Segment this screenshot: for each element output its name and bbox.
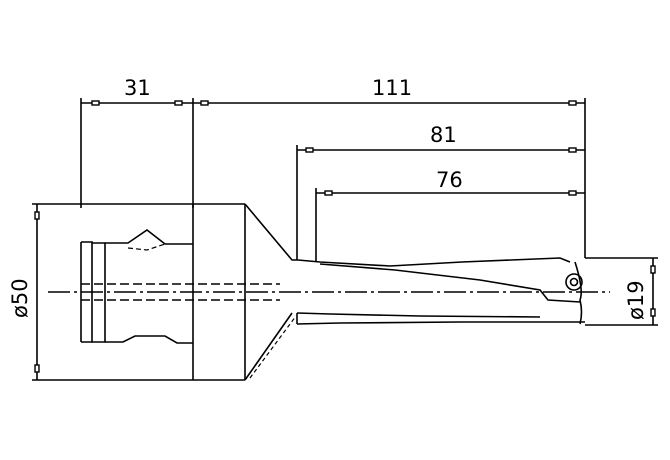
dimension-diameter-19: ø19	[585, 257, 658, 326]
drill-body	[296, 257, 585, 325]
dimension-81: 81	[296, 123, 585, 260]
dimension-111: 111	[192, 76, 586, 258]
dimension-label-111: 111	[372, 76, 412, 100]
taper-neck	[244, 203, 298, 381]
insert-screw	[565, 273, 583, 291]
dimension-label-diameter-50: ø50	[8, 278, 32, 318]
dimension-diameter-50: ø50	[8, 203, 245, 381]
dimension-76: 76	[315, 168, 585, 262]
dimension-label-diameter-19: ø19	[624, 280, 648, 320]
dimension-label-81: 81	[430, 123, 457, 147]
dimension-label-76: 76	[436, 168, 463, 192]
shank-body	[80, 204, 280, 380]
dimension-31: 31	[80, 76, 193, 208]
dimension-label-31: 31	[124, 76, 151, 100]
